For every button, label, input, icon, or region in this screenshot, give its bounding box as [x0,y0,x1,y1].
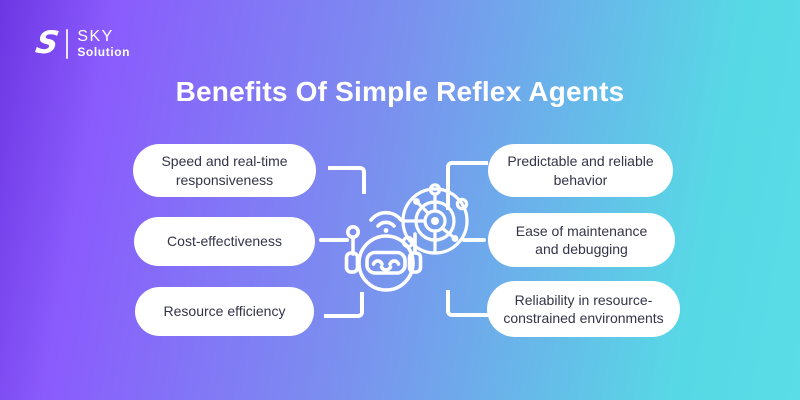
benefit-pill-speed: Speed and real-time responsiveness [133,144,316,197]
connector-left-top [328,166,366,194]
robot-ear-left [347,253,358,272]
connector-right-top [446,161,488,210]
brand-logo: S SKY Solution [32,25,130,61]
connector-right-bottom [446,290,488,317]
connector-left-bottom [324,292,364,318]
page-title: Benefits Of Simple Reflex Agents [175,76,625,107]
robot-ai-icon [330,175,480,325]
wifi-icon [371,213,401,233]
network-brain-icon [403,185,467,253]
brand-name-bottom: Solution [77,44,131,59]
robot-face-icon [359,236,413,290]
brand-logo-text: SKY Solution [77,28,130,59]
connector-left-middle [319,238,349,242]
brand-logo-icon: S [32,25,61,61]
benefit-pill-predictable: Predictable and reliable behavior [488,144,673,197]
benefit-pill-resource: Resource efficiency [135,287,314,336]
robot-ear-right [410,253,421,272]
benefit-pill-cost: Cost-effectiveness [134,217,315,266]
connector-right-middle [462,238,486,242]
benefit-pill-reliability: Reliability in resource- constrained env… [487,281,680,337]
brand-name-top: SKY [77,28,114,46]
benefit-pill-maintenance: Ease of maintenance and debugging [488,213,675,267]
logo-divider [66,28,69,59]
antenna-icon [348,227,358,254]
